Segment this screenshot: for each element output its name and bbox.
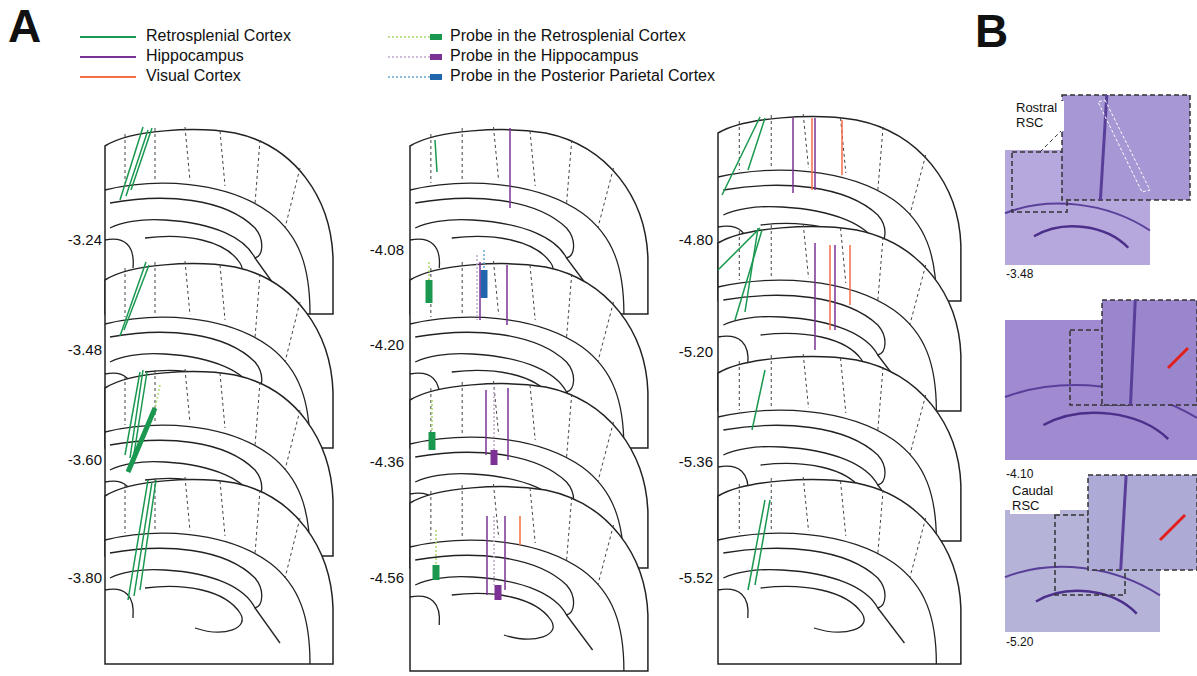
- legend-sample: [388, 57, 442, 58]
- bregma-coordinate: -3.48: [1006, 268, 1033, 282]
- probe-tracks: [120, 262, 149, 336]
- legend-label: Visual Cortex: [146, 67, 241, 85]
- probe-tracks: [722, 117, 842, 195]
- probe-tracks: [128, 480, 156, 600]
- region-label: Rostral RSC: [1014, 101, 1064, 131]
- bregma-coordinate: -5.20: [1006, 636, 1033, 650]
- region-label: Caudal RSC: [1010, 484, 1060, 514]
- bregma-coordinate: -4.08: [370, 241, 404, 258]
- legend-sample: [388, 37, 442, 38]
- bregma-coordinate: -4.20: [370, 336, 404, 353]
- coronal-section: [105, 477, 333, 664]
- probe-tracks: [435, 128, 510, 208]
- probe-tracks: [429, 250, 507, 325]
- bregma-coordinate: -5.20: [679, 343, 713, 360]
- coronal-section: [410, 484, 648, 671]
- bregma-coordinate: -5.36: [679, 453, 713, 470]
- legend-label: Retrosplenial Cortex: [146, 27, 291, 45]
- bregma-coordinate: -4.36: [370, 453, 404, 470]
- bregma-coordinate: -4.80: [679, 231, 713, 248]
- probe-tracks: [436, 516, 520, 600]
- histology-panel: [1005, 95, 1197, 632]
- legend-label: Probe in the Posterior Parietal Cortex: [450, 67, 715, 85]
- probe-tracks: [718, 228, 850, 350]
- bregma-coordinate: -3.80: [68, 569, 102, 586]
- probe-tracks: [432, 388, 508, 465]
- legend-label: Probe in the Hippocampus: [450, 47, 639, 65]
- legend-label: Probe in the Retrosplenial Cortex: [450, 27, 686, 45]
- legend-sample: [80, 77, 136, 78]
- bregma-coordinate: -3.24: [68, 231, 102, 248]
- bregma-coordinate: -4.56: [370, 569, 404, 586]
- panel-letter: A: [8, 0, 41, 53]
- probe-tracks: [125, 370, 160, 472]
- coronal-section: [718, 477, 961, 664]
- bregma-coordinate: -4.10: [1006, 468, 1033, 482]
- bregma-coordinate: -5.52: [679, 569, 713, 586]
- probe-tracks: [752, 370, 765, 430]
- brain-sections: [105, 114, 961, 671]
- panel-letter: B: [975, 5, 1008, 58]
- legend-sample: [388, 77, 442, 78]
- probe-tracks: [748, 500, 770, 590]
- probe-tracks: [120, 127, 152, 200]
- legend-sample: [80, 37, 136, 38]
- legend-sample: [80, 57, 136, 58]
- legend-label: Hippocampus: [146, 47, 244, 65]
- bregma-coordinate: -3.60: [68, 451, 102, 468]
- bregma-coordinate: -3.48: [68, 341, 102, 358]
